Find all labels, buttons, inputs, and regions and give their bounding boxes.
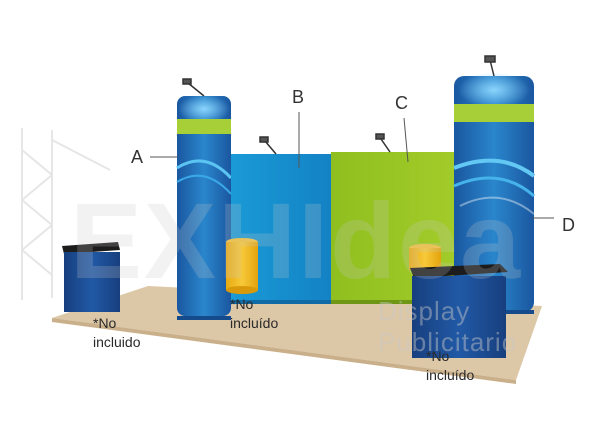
lamp-a	[182, 78, 205, 97]
counter-right	[410, 264, 508, 358]
lamp-b	[259, 136, 277, 155]
label-c: C	[395, 93, 408, 113]
note-not-included-center: *No incluído	[230, 296, 279, 331]
label-b: B	[292, 87, 305, 107]
watermark-logo: EXHIdea	[70, 180, 523, 301]
counter-left	[62, 242, 120, 312]
lamp-d	[484, 55, 496, 77]
label-d: D	[562, 215, 575, 235]
yellow-stand-center	[226, 238, 258, 294]
lamp-c	[375, 133, 391, 153]
note-not-included-right: *No incluído	[426, 348, 475, 383]
label-a: A	[131, 147, 144, 167]
tower-a	[176, 95, 233, 320]
yellow-stand-right	[409, 244, 441, 270]
watermark-tagline: Display Publicitario	[378, 296, 518, 357]
label-leaders	[150, 112, 554, 219]
truss-watermark	[21, 128, 111, 300]
tower-d	[453, 72, 536, 314]
note-not-included-left: *No incluido	[93, 315, 141, 350]
